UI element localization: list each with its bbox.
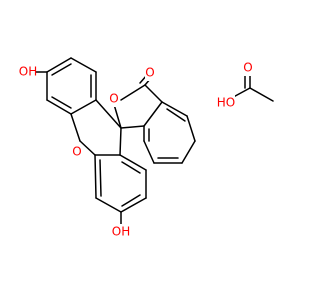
label-backdrop — [145, 65, 155, 81]
label-backdrop — [243, 60, 253, 76]
hydroxyl-label: OH — [112, 225, 130, 239]
bond — [70, 113, 81, 142]
hydroxyl-label: OH — [19, 65, 37, 79]
xanthene-oxygen-label: O — [72, 145, 81, 159]
carbonyl-oxygen-label: O — [145, 66, 154, 80]
lactone-oxygen-label: O — [109, 92, 118, 106]
bond — [99, 159, 102, 197]
bond — [46, 57, 72, 73]
bond — [70, 99, 97, 115]
bond — [119, 127, 122, 156]
label-backdrop — [72, 144, 82, 160]
bond — [51, 96, 72, 109]
label-backdrop — [109, 91, 119, 107]
bond — [95, 197, 122, 213]
bond — [161, 101, 188, 117]
bond — [181, 140, 196, 164]
atom-labels: OH O OH O O O HO — [19, 60, 253, 240]
bond — [121, 194, 141, 207]
acid-hydroxyl-label: HO — [217, 96, 235, 110]
bond — [186, 115, 196, 142]
bond — [120, 84, 146, 101]
bond — [79, 140, 96, 156]
label-backdrop — [217, 95, 235, 111]
bond — [166, 108, 186, 122]
chemical-structure-canvas: OH O OH O O O HO — [19, 57, 274, 240]
bond — [94, 154, 97, 199]
bond — [121, 161, 141, 174]
acid-carbonyl-oxygen-label: O — [243, 61, 252, 75]
label-backdrop — [113, 224, 129, 240]
bond — [249, 87, 274, 102]
bond — [143, 101, 163, 127]
label-backdrop — [20, 64, 36, 80]
bond — [95, 99, 122, 129]
bond — [46, 99, 72, 115]
fluorescein-structure — [32, 57, 196, 225]
bond — [51, 63, 72, 76]
bond — [120, 197, 147, 213]
bond — [144, 84, 163, 103]
bond — [120, 125, 145, 129]
bond — [119, 154, 147, 171]
bond — [143, 140, 155, 164]
bond — [70, 57, 97, 73]
